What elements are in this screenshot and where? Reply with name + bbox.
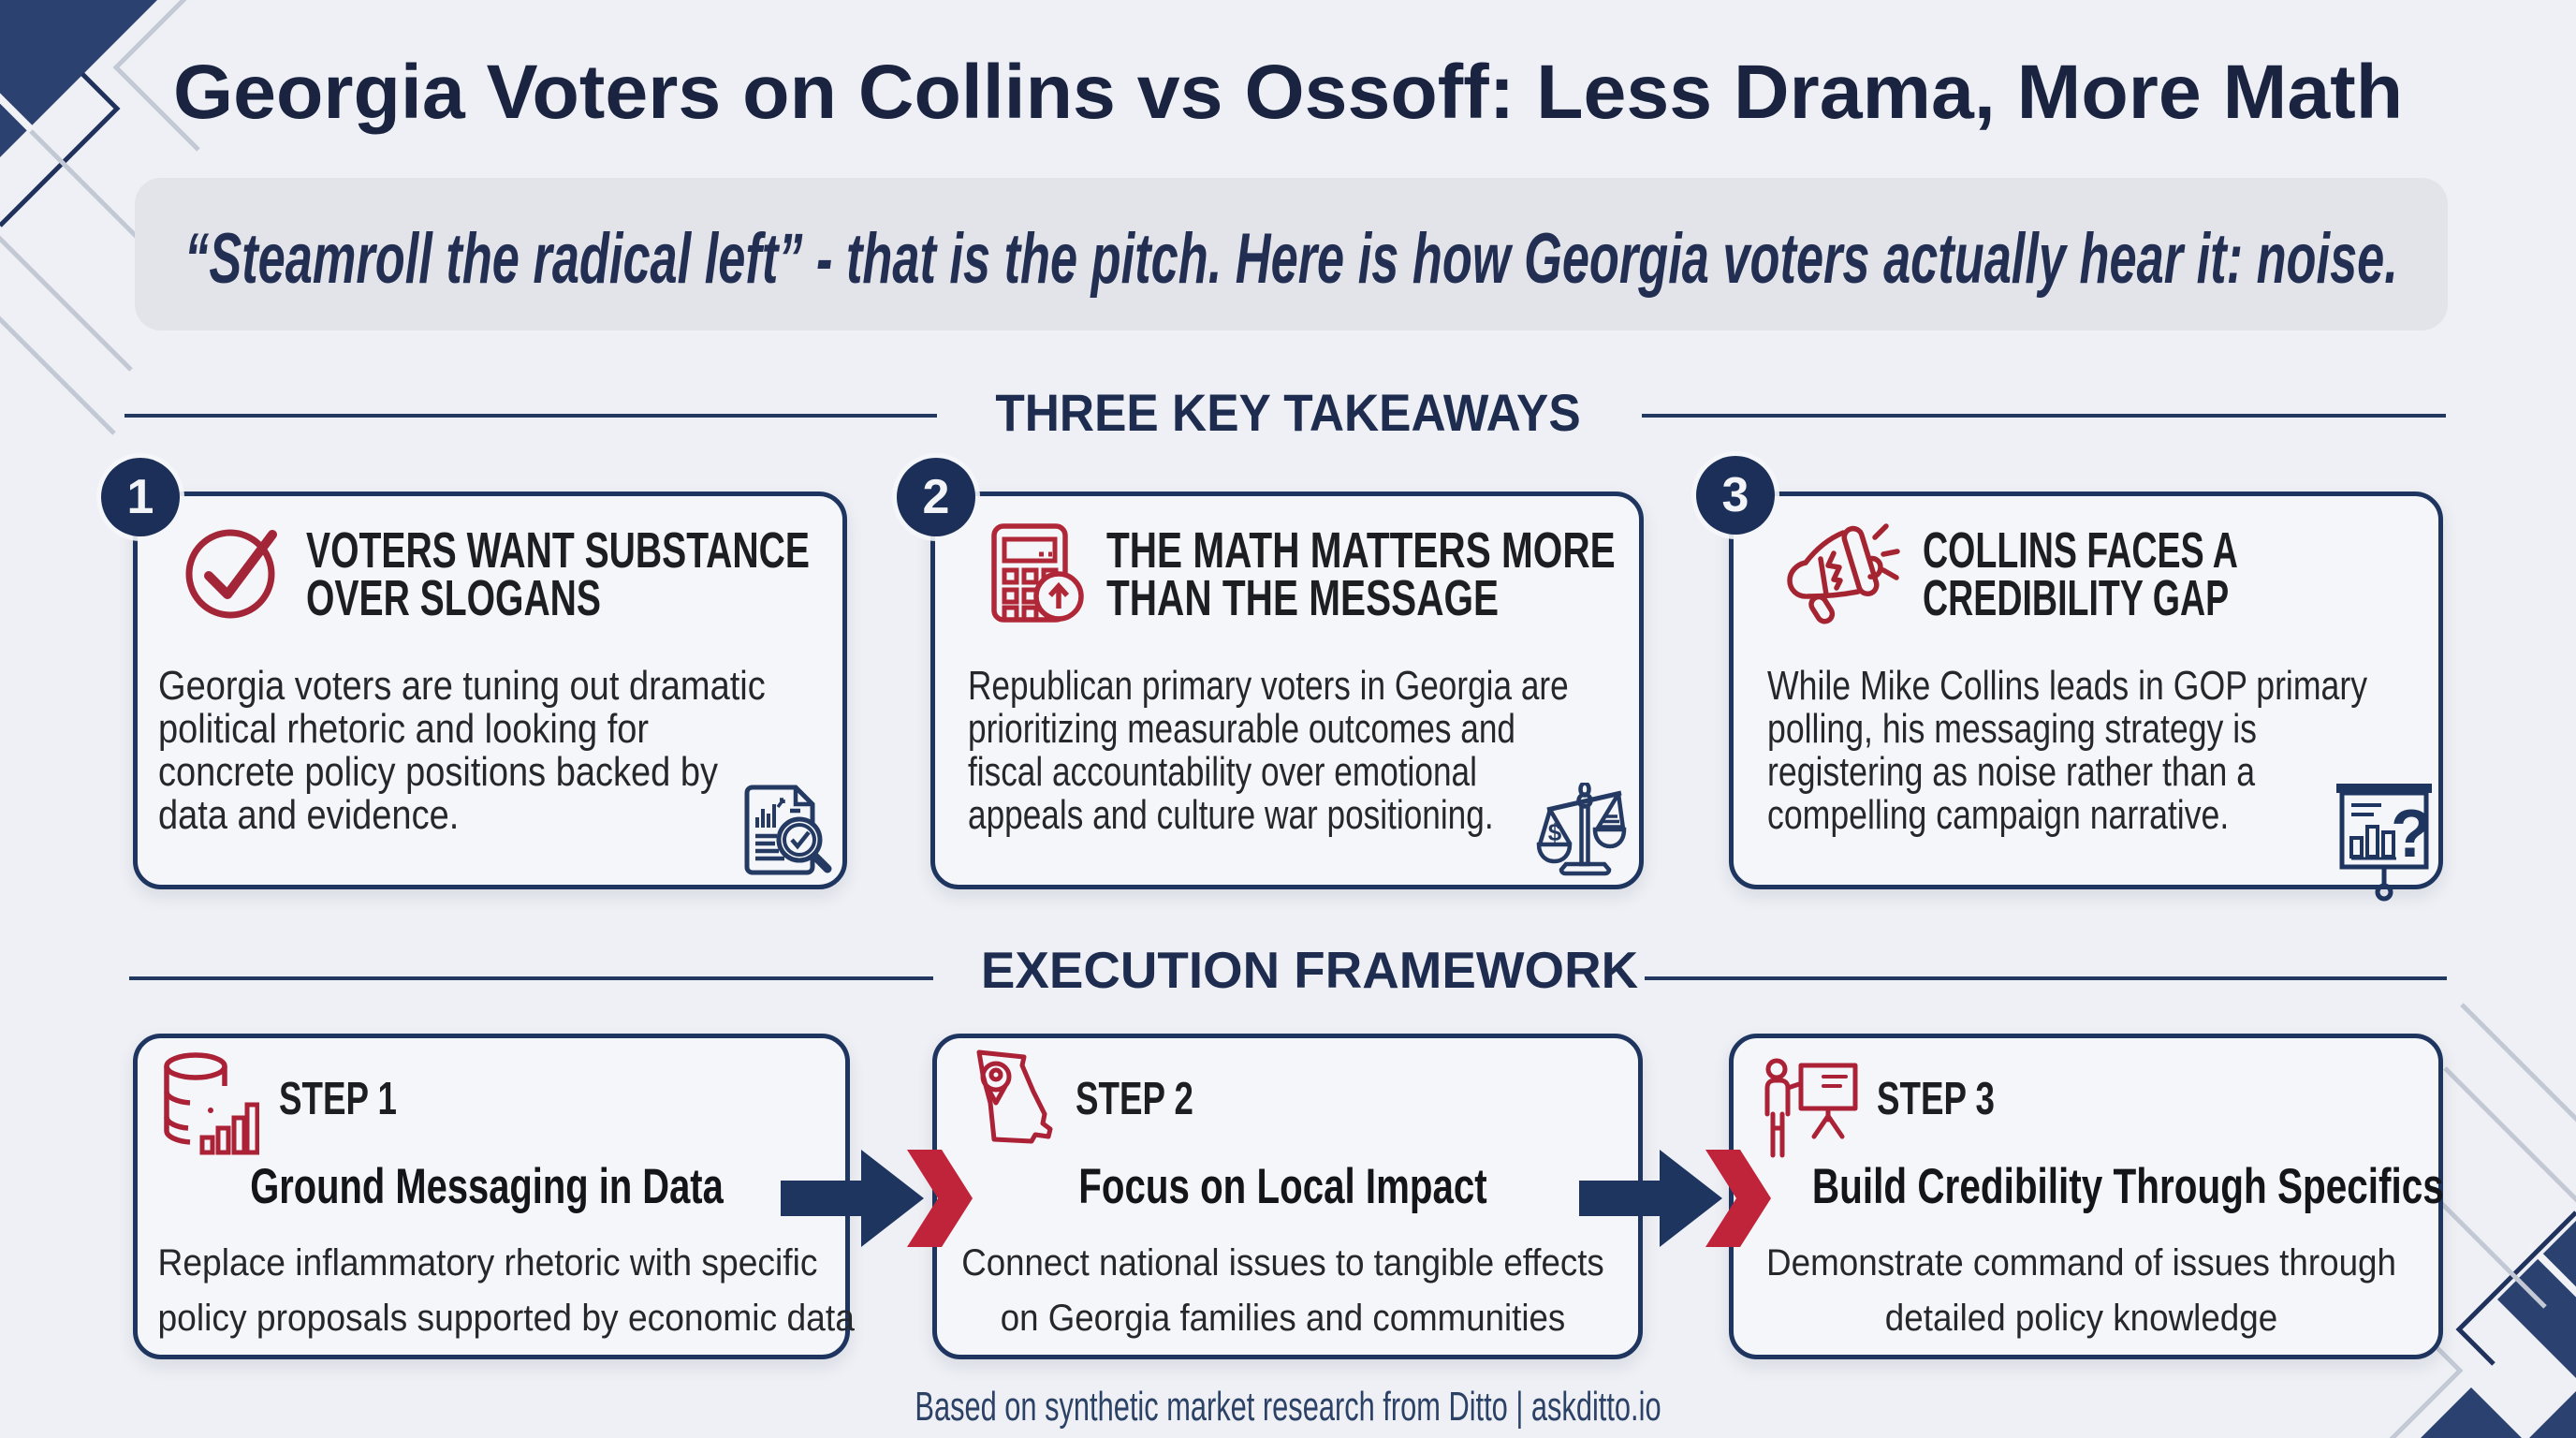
svg-text:$: $: [1548, 818, 1562, 846]
svg-text:?: ?: [2391, 797, 2432, 872]
